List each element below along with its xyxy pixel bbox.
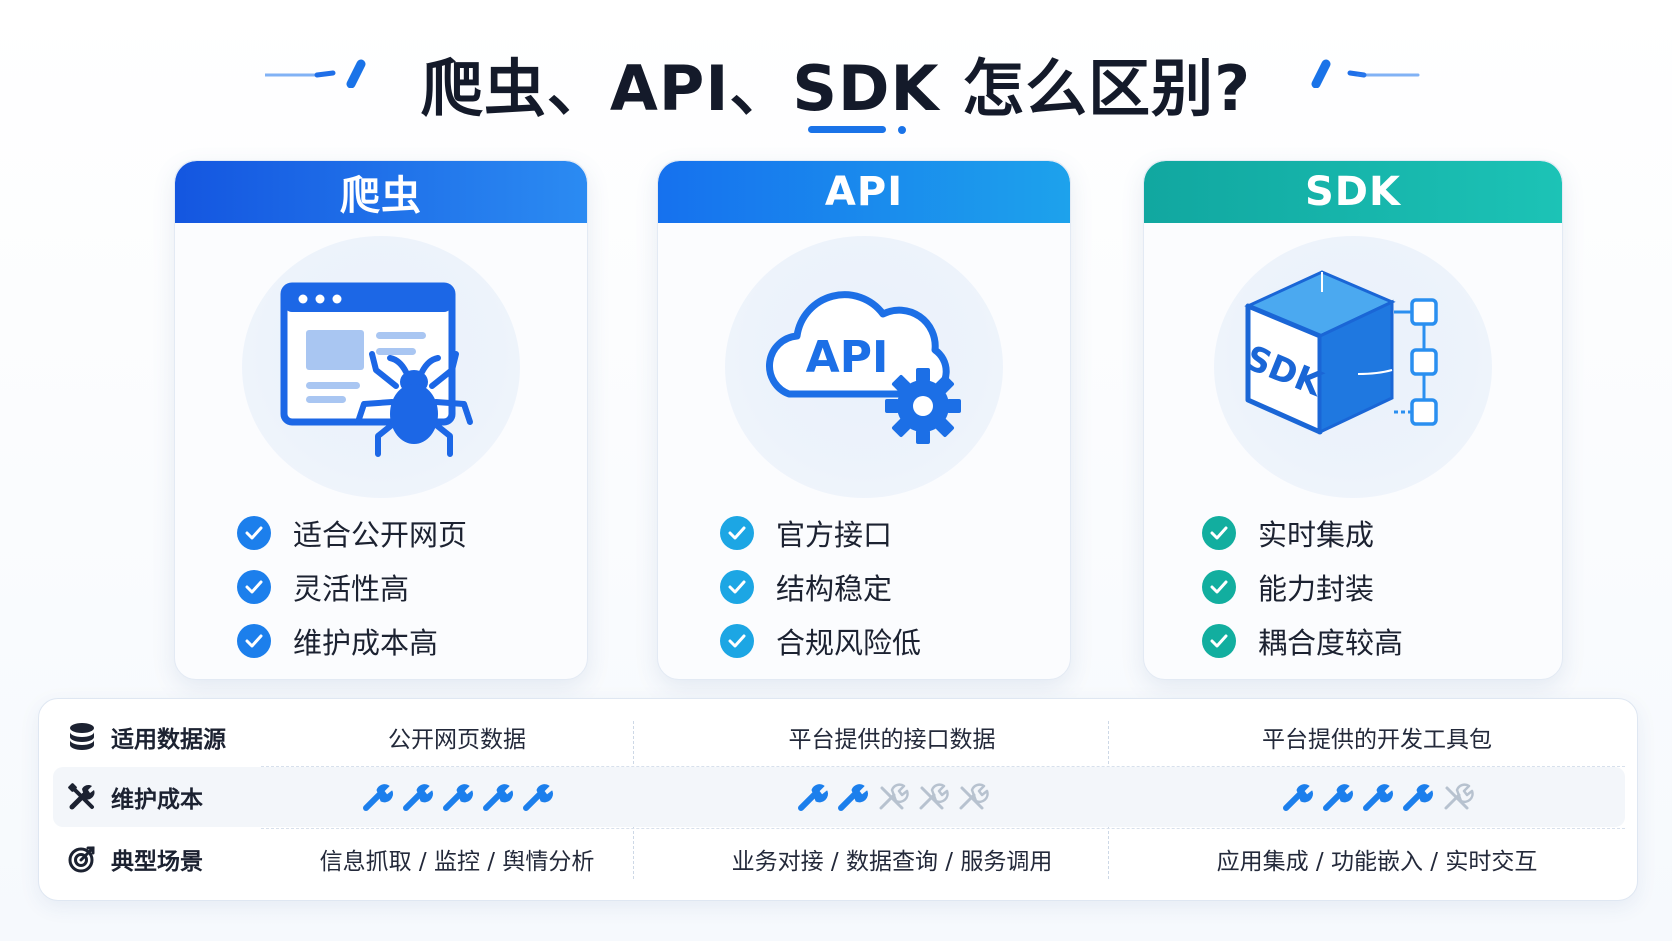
- wrench-icon: [363, 784, 393, 811]
- feature-text: 结构稳定: [776, 572, 893, 606]
- card-illustration: API: [719, 236, 1009, 506]
- wrench-icon: [1363, 784, 1393, 811]
- check-icon: [1202, 624, 1236, 658]
- card-header: API: [658, 161, 1070, 223]
- comparison-table: 适用数据源 公开网页数据 平台提供的接口数据 平台提供的开发工具包 维护成本: [38, 698, 1638, 901]
- feature-list: 适合公开网页 灵活性高 维护成本高: [237, 506, 467, 668]
- feature-list: 官方接口 结构稳定 合规风险低: [720, 506, 921, 668]
- table-cell: 业务对接 / 数据查询 / 服务调用: [731, 849, 1053, 875]
- check-icon: [237, 624, 271, 658]
- table-cell: 平台提供的接口数据: [788, 727, 996, 753]
- list-item: 灵活性高: [237, 560, 467, 614]
- check-icon: [720, 570, 754, 604]
- feature-text: 灵活性高: [293, 572, 410, 606]
- decor-pen-right-icon: [1311, 59, 1420, 88]
- check-icon: [237, 570, 271, 604]
- wrench-inactive-icon: [959, 783, 989, 810]
- list-item: 官方接口: [720, 506, 921, 560]
- wrench-icon: [1283, 784, 1313, 811]
- row-label: 典型场景: [53, 842, 259, 876]
- list-item: 适合公开网页: [237, 506, 467, 560]
- card-crawler: 爬虫: [174, 160, 588, 680]
- table-cell: 公开网页数据: [388, 727, 526, 753]
- feature-text: 能力封装: [1258, 572, 1375, 606]
- feature-text: 适合公开网页: [293, 518, 468, 552]
- sdk-cube-icon: SDK: [1240, 270, 1438, 435]
- feature-text: 维护成本高: [293, 626, 439, 660]
- wrench-icon: [483, 784, 513, 811]
- check-icon: [1202, 516, 1236, 550]
- list-item: 耦合度较高: [1202, 614, 1403, 668]
- wrench-icon: [1323, 784, 1353, 811]
- card-illustration: [236, 236, 526, 506]
- table-row-data-source: 适用数据源 公开网页数据 平台提供的接口数据 平台提供的开发工具包: [53, 707, 1625, 767]
- feature-list: 实时集成 能力封装 耦合度较高: [1202, 506, 1403, 668]
- wrench-inactive-icon: [919, 783, 949, 810]
- row-label-text: 维护成本: [111, 787, 203, 813]
- list-item: 维护成本高: [237, 614, 467, 668]
- list-item: 合规风险低: [720, 614, 921, 668]
- table-cell: 平台提供的开发工具包: [1262, 727, 1492, 753]
- page-title: 爬虫、API、SDK 怎么区别?: [420, 52, 1252, 125]
- maintenance-rating-sdk: [1129, 780, 1625, 814]
- list-item: 能力封装: [1202, 560, 1403, 614]
- card-header: SDK: [1144, 161, 1562, 223]
- card-api: API API: [657, 160, 1071, 680]
- check-icon: [1202, 570, 1236, 604]
- wrench-icon: [403, 784, 433, 811]
- wrench-inactive-icon: [1444, 783, 1474, 810]
- wrench-icon: [838, 784, 868, 811]
- row-label-text: 典型场景: [111, 849, 203, 875]
- wrench-inactive-icon: [879, 783, 909, 810]
- check-icon: [237, 516, 271, 550]
- browser-spider-icon: [280, 282, 473, 457]
- cloud-api-gear-icon: API: [766, 291, 961, 444]
- wrench-icon: [523, 784, 553, 811]
- table-row-maintenance-cost: 维护成本: [53, 767, 1625, 827]
- row-label-text: 适用数据源: [111, 727, 226, 753]
- wrench-icon: [443, 784, 473, 811]
- maintenance-rating-api: [655, 780, 1129, 814]
- row-divider: [261, 766, 1625, 767]
- wrench-icon: [1403, 784, 1433, 811]
- card-illustration: SDK: [1208, 236, 1498, 506]
- feature-text: 耦合度较高: [1258, 626, 1404, 660]
- decor-pen-left-icon: [265, 59, 366, 88]
- title-area: 爬虫、API、SDK 怎么区别?: [0, 28, 1672, 138]
- database-icon: [67, 722, 97, 752]
- api-icon-text: API: [806, 332, 889, 383]
- list-item: 结构稳定: [720, 560, 921, 614]
- table-cell: 应用集成 / 功能嵌入 / 实时交互: [1216, 849, 1538, 875]
- card-sdk: SDK SDK 实时集成 能力封装: [1143, 160, 1563, 680]
- wrench-icon: [798, 784, 828, 811]
- check-icon: [720, 624, 754, 658]
- title-underline: [808, 126, 886, 133]
- feature-text: 官方接口: [776, 518, 893, 552]
- feature-text: 实时集成: [1258, 518, 1375, 552]
- card-header: 爬虫: [175, 161, 587, 223]
- feature-text: 合规风险低: [776, 626, 922, 660]
- row-label: 维护成本: [53, 780, 259, 814]
- table-cell: 信息抓取 / 监控 / 舆情分析: [319, 849, 595, 875]
- row-divider: [261, 828, 1625, 829]
- table-row-scenarios: 典型场景 信息抓取 / 监控 / 舆情分析 业务对接 / 数据查询 / 服务调用…: [53, 829, 1625, 889]
- title-dot: [898, 126, 906, 134]
- maintenance-rating-crawler: [259, 780, 655, 814]
- tools-icon: [67, 782, 97, 812]
- row-label: 适用数据源: [53, 720, 259, 754]
- list-item: 实时集成: [1202, 506, 1403, 560]
- check-icon: [720, 516, 754, 550]
- target-icon: [67, 844, 97, 874]
